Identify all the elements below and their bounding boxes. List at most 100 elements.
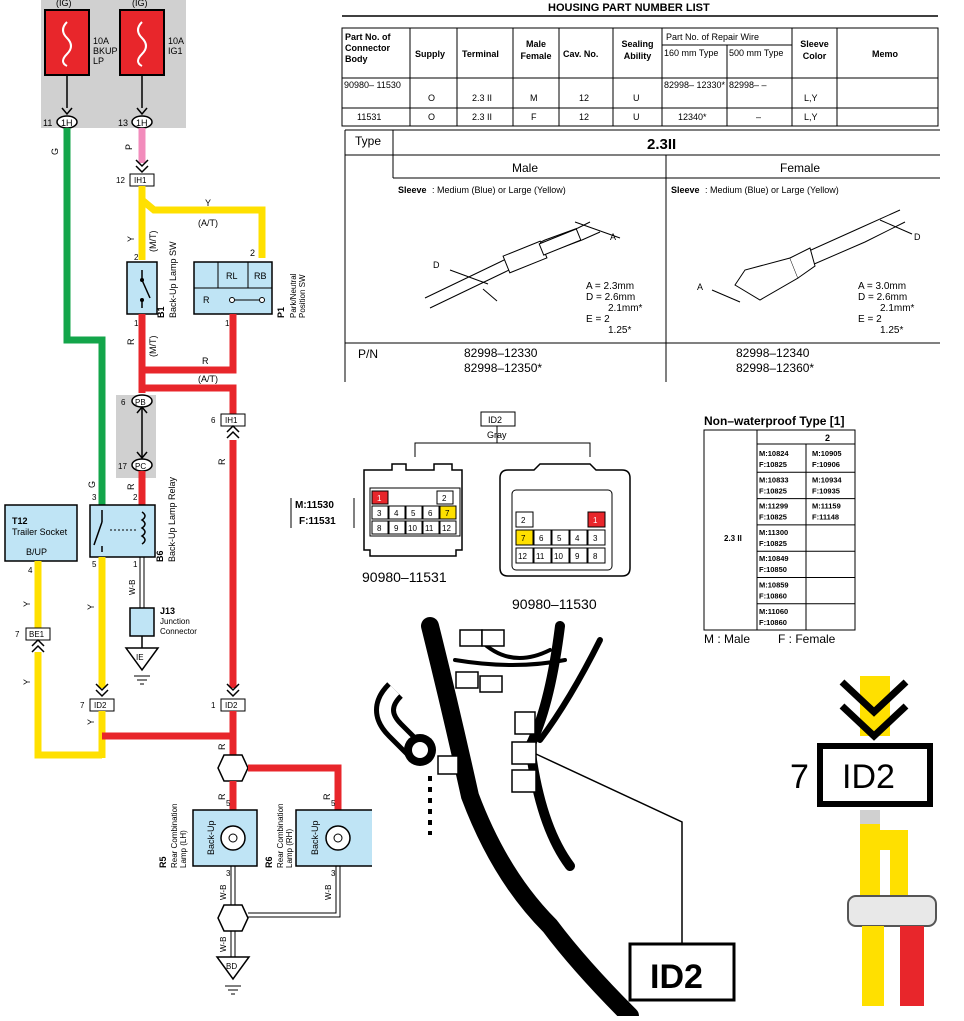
fuse-bkup-l1: 10A (93, 36, 109, 46)
wire-red-rh (248, 764, 342, 810)
id2-right-label: ID2 (225, 701, 238, 710)
right-pin-7 (515, 529, 534, 546)
b6-name: Back-Up Lamp Relay (167, 476, 177, 562)
y-label-top: Y (205, 198, 211, 208)
right-pin-2 (515, 511, 534, 528)
type-value: 2.3II (647, 136, 676, 153)
left-pin-2 (436, 490, 454, 505)
nw-cell: M:10859 (759, 581, 789, 590)
r6-p3: 3 (331, 869, 336, 878)
pb-label: PB (135, 398, 146, 407)
row1-sleeve: L,Y (804, 93, 818, 103)
b1-pin1: 1 (134, 319, 139, 328)
right-pin-9 (569, 547, 588, 564)
conn-1h-right-label: 1H (136, 118, 148, 128)
b1-wire-r: R (126, 338, 136, 345)
r5-p5: 5 (226, 799, 231, 808)
row1-body: 90980– 11530 (344, 80, 401, 90)
wire-red-p1 (142, 314, 237, 374)
fuse-ig1[interactable] (119, 9, 165, 76)
nw-cell: F:10935 (812, 486, 840, 495)
r6-p5: 5 (331, 799, 336, 808)
b6-p2: 2 (133, 493, 138, 502)
row2-supply: O (428, 112, 435, 122)
female-pn-2: 82998–12360* (736, 361, 814, 375)
right-pin-label: 6 (539, 534, 544, 543)
r5-inner: Back-Up (206, 820, 216, 855)
b1-mt: (M/T) (148, 231, 158, 253)
hdr-500: 500 mm Type (729, 48, 784, 58)
nw-rows: M:10824F:10825M:10905F:10906M:10833F:108… (757, 449, 855, 627)
left-pin-label: 3 (377, 509, 382, 518)
right-pin-label: 7 (521, 534, 526, 543)
female-dim-2: D = 2.6mm (858, 292, 907, 303)
right-pin-8 (587, 547, 606, 564)
nw-cell: F:10860 (759, 592, 787, 601)
p1-r: R (203, 295, 210, 305)
wire-yellow-p1 (139, 197, 266, 258)
b1-code: B1 (156, 306, 166, 318)
nw-cell: F:10906 (812, 460, 840, 469)
left-pin-label: 9 (394, 524, 399, 533)
row1-supply: O (428, 93, 435, 103)
left-pin-11 (422, 520, 440, 535)
left-pin-9 (388, 520, 406, 535)
fuse-ig1-l2: IG1 (168, 46, 183, 56)
row2-seal: U (633, 112, 640, 122)
p1-park-neutral-switch[interactable] (193, 261, 273, 315)
nw-cell: M:11060 (759, 607, 788, 616)
fuse-bkup-lp[interactable] (44, 9, 90, 76)
wire-yellow-be1 (34, 652, 102, 759)
left-pin-10 (405, 520, 423, 535)
nw-cell: F:10825 (759, 513, 787, 522)
connector-face-views: ID2 Gray M:11530 F:11531 123456789101112… (290, 411, 631, 612)
p1-rl: RL (226, 271, 238, 281)
nw-cell: F:10825 (759, 539, 787, 548)
r5-p3: 3 (226, 869, 231, 878)
female-dim-3: 2.1mm* (880, 303, 915, 314)
j13-code: J13 (160, 606, 175, 616)
nw-cell: F:10825 (759, 460, 787, 469)
b1-back-up-lamp-switch[interactable] (126, 261, 158, 315)
at-r: (A/T) (198, 374, 218, 384)
r6-rear-combination-lamp-rh[interactable] (295, 809, 377, 867)
right-pin-1 (587, 511, 606, 528)
wire-p-label: P (124, 144, 134, 150)
left-pin-1 (371, 490, 389, 505)
t12-trailer-socket[interactable] (4, 504, 78, 562)
zoom-id2-box (817, 743, 933, 807)
right-pin-label: 4 (575, 534, 580, 543)
id2-badge (480, 411, 516, 427)
b6-back-up-lamp-relay[interactable] (89, 504, 156, 558)
left-pin-3 (371, 505, 389, 520)
row2-r500: – (756, 112, 761, 122)
p1-code: P1 (276, 307, 286, 318)
fuse-bkup-l2: BKUP (93, 46, 118, 56)
bd-label: BD (226, 962, 237, 971)
j13-junction-connector[interactable] (129, 607, 155, 637)
id2-right-pin: 1 (211, 701, 216, 710)
r5-rear-combination-lamp-lh[interactable] (192, 809, 258, 867)
conn-1h-right-pin: 13 (118, 118, 128, 128)
female-dim-4: E = 2 (858, 314, 882, 325)
left-pin-4 (388, 505, 406, 520)
fuse-ig1-top: (IG) (132, 0, 148, 8)
be1-label: BE1 (29, 630, 45, 639)
male-dim-3: 2.1mm* (608, 303, 643, 314)
hdr-sleeve: Sleeve Color (800, 39, 829, 61)
left-pin-label: 6 (428, 509, 433, 518)
r-id2: R (217, 743, 227, 750)
conn-1h-left-label: 1H (61, 118, 73, 128)
r5-name1: Rear Combination (170, 804, 179, 868)
male-terminal-drawing (424, 221, 621, 309)
b6-p5: 5 (92, 560, 97, 569)
right-pin-label: 10 (554, 552, 563, 561)
p1-rb: RB (254, 271, 267, 281)
pn-label: P/N (358, 347, 378, 361)
nw-cell: F:11148 (812, 513, 839, 522)
housing-title: HOUSING PART NUMBER LIST (548, 2, 710, 14)
wire-green (63, 128, 106, 510)
nw-terminal: 2.3 II (724, 534, 742, 543)
